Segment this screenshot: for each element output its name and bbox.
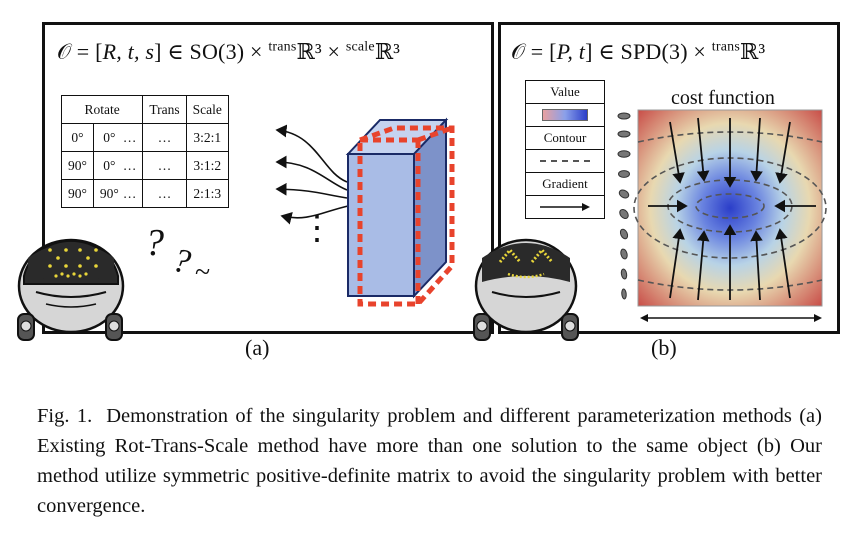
squiggle-icon: ~ <box>195 257 211 288</box>
legend-value-label: Value <box>526 81 604 104</box>
ambiguous-box-icon <box>345 117 455 307</box>
legend-contour-label: Contour <box>526 127 604 150</box>
subfigure-label-a: (a) <box>245 335 270 360</box>
rot-cell: … <box>120 151 144 180</box>
legend-contour-swatch <box>526 150 604 173</box>
arrow-to-row-1 <box>275 124 348 183</box>
cost-legend: Value Contour Gradient <box>525 80 605 219</box>
spd-ellipse-icons <box>617 112 631 300</box>
header-scale: Scale <box>185 95 229 124</box>
trans-cell: … <box>142 151 187 180</box>
rts-table: Rotate Trans Scale 0° 0° … … 3:2:1 90° 0… <box>60 95 229 208</box>
gradient-arrows <box>648 117 816 301</box>
rot-cell: 90° <box>61 151 94 180</box>
robot-confused-icon <box>17 238 125 341</box>
formula-spd: 𝒪 = [P, t] ∈ SPD(3) × transℝ³ <box>511 39 766 64</box>
cost-function-plot <box>617 109 827 322</box>
rot-cell: 90° <box>92 179 121 208</box>
formula-rts: 𝒪 = [R, t, s] ∈ SO(3) × transℝ³ × scaleℝ… <box>57 39 401 64</box>
panel-a-graphics <box>275 117 455 307</box>
figure-caption: Fig. 1.Demonstration of the singularity … <box>37 401 822 521</box>
axis-arrow-icon <box>640 314 822 322</box>
table-row: 90° 0° … … 3:1:2 <box>61 151 229 180</box>
panel-a: 𝒪 = [R, t, s] ∈ SO(3) × transℝ³ × scaleℝ… <box>42 22 494 360</box>
caption-label: Fig. 1. <box>37 405 93 427</box>
scale-cell: 3:1:2 <box>185 151 229 180</box>
header-rotate: Rotate <box>60 95 144 124</box>
table-row: 0° 0° … … 3:2:1 <box>61 123 229 152</box>
rot-cell: 90° <box>61 179 94 208</box>
trans-cell: … <box>142 123 187 152</box>
arrow-to-row-3 <box>275 182 348 199</box>
rot-cell: 0° <box>92 123 121 152</box>
question-mark-1: ? <box>145 222 164 264</box>
arrow-to-row-2 <box>275 155 348 191</box>
table-row: 90° 90° … … 2:1:3 <box>61 179 229 208</box>
rot-cell: 0° <box>92 151 121 180</box>
subfigure-label-b: (b) <box>651 335 677 360</box>
scale-cell: 2:1:3 <box>185 179 229 208</box>
trans-cell: … <box>142 179 187 208</box>
cost-function-title: cost function <box>671 87 775 109</box>
panel-b: 𝒪 = [P, t] ∈ SPD(3) × transℝ³ Value Cont… <box>498 22 840 360</box>
legend-gradient-label: Gradient <box>526 173 604 196</box>
robot-happy-icon <box>473 238 579 341</box>
caption-text: Demonstration of the singularity problem… <box>37 405 822 517</box>
rot-cell: … <box>120 123 144 152</box>
scale-cell: 3:2:1 <box>185 123 229 152</box>
vertical-dots: ⋮ <box>300 210 334 247</box>
legend-value-swatch <box>526 104 604 127</box>
arrow-to-dots <box>280 205 349 225</box>
legend-gradient-swatch <box>526 196 604 218</box>
table-header-row: Rotate Trans Scale <box>60 95 229 124</box>
